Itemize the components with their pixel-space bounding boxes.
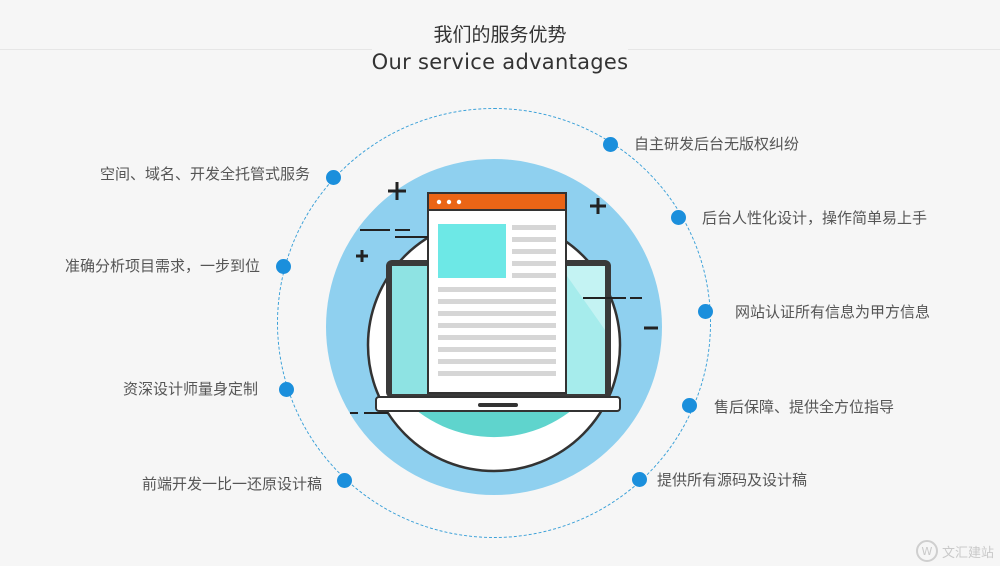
watermark: W 文汇建站 <box>915 540 994 562</box>
feature-dot <box>326 170 341 185</box>
title-divider-left <box>0 49 372 50</box>
feature-dot <box>279 382 294 397</box>
feature-right-5: 提供所有源码及设计稿 <box>657 471 808 489</box>
feature-right-3: 网站认证所有信息为甲方信息 <box>735 303 931 321</box>
feature-dot <box>603 137 618 152</box>
feature-dot <box>276 259 291 274</box>
feature-right-4: 售后保障、提供全方位指导 <box>714 398 895 416</box>
section-header: 我们的服务优势 Our service advantages <box>0 22 1000 76</box>
watermark-text: 文汇建站 <box>941 545 994 561</box>
feature-dot <box>337 473 352 488</box>
feature-dot <box>698 304 713 319</box>
title-chinese: 我们的服务优势 <box>433 24 567 46</box>
feature-dot <box>682 398 697 413</box>
feature-dot <box>632 472 647 487</box>
feature-left-2: 准确分析项目需求，一步到位 <box>64 257 260 275</box>
watermark-logo-icon: W <box>915 540 938 562</box>
title-divider-right <box>628 49 1000 50</box>
feature-left-3: 资深设计师量身定制 <box>122 380 258 398</box>
feature-right-2: 后台人性化设计，操作简单易上手 <box>702 209 928 227</box>
feature-left-1: 空间、域名、开发全托管式服务 <box>99 165 310 183</box>
feature-dot <box>671 210 686 225</box>
dashed-orbit-ring <box>277 108 711 538</box>
feature-left-4: 前端开发一比一还原设计稿 <box>141 475 322 493</box>
feature-right-1: 自主研发后台无版权纠纷 <box>634 135 800 153</box>
title-english: Our service advantages <box>371 50 629 74</box>
